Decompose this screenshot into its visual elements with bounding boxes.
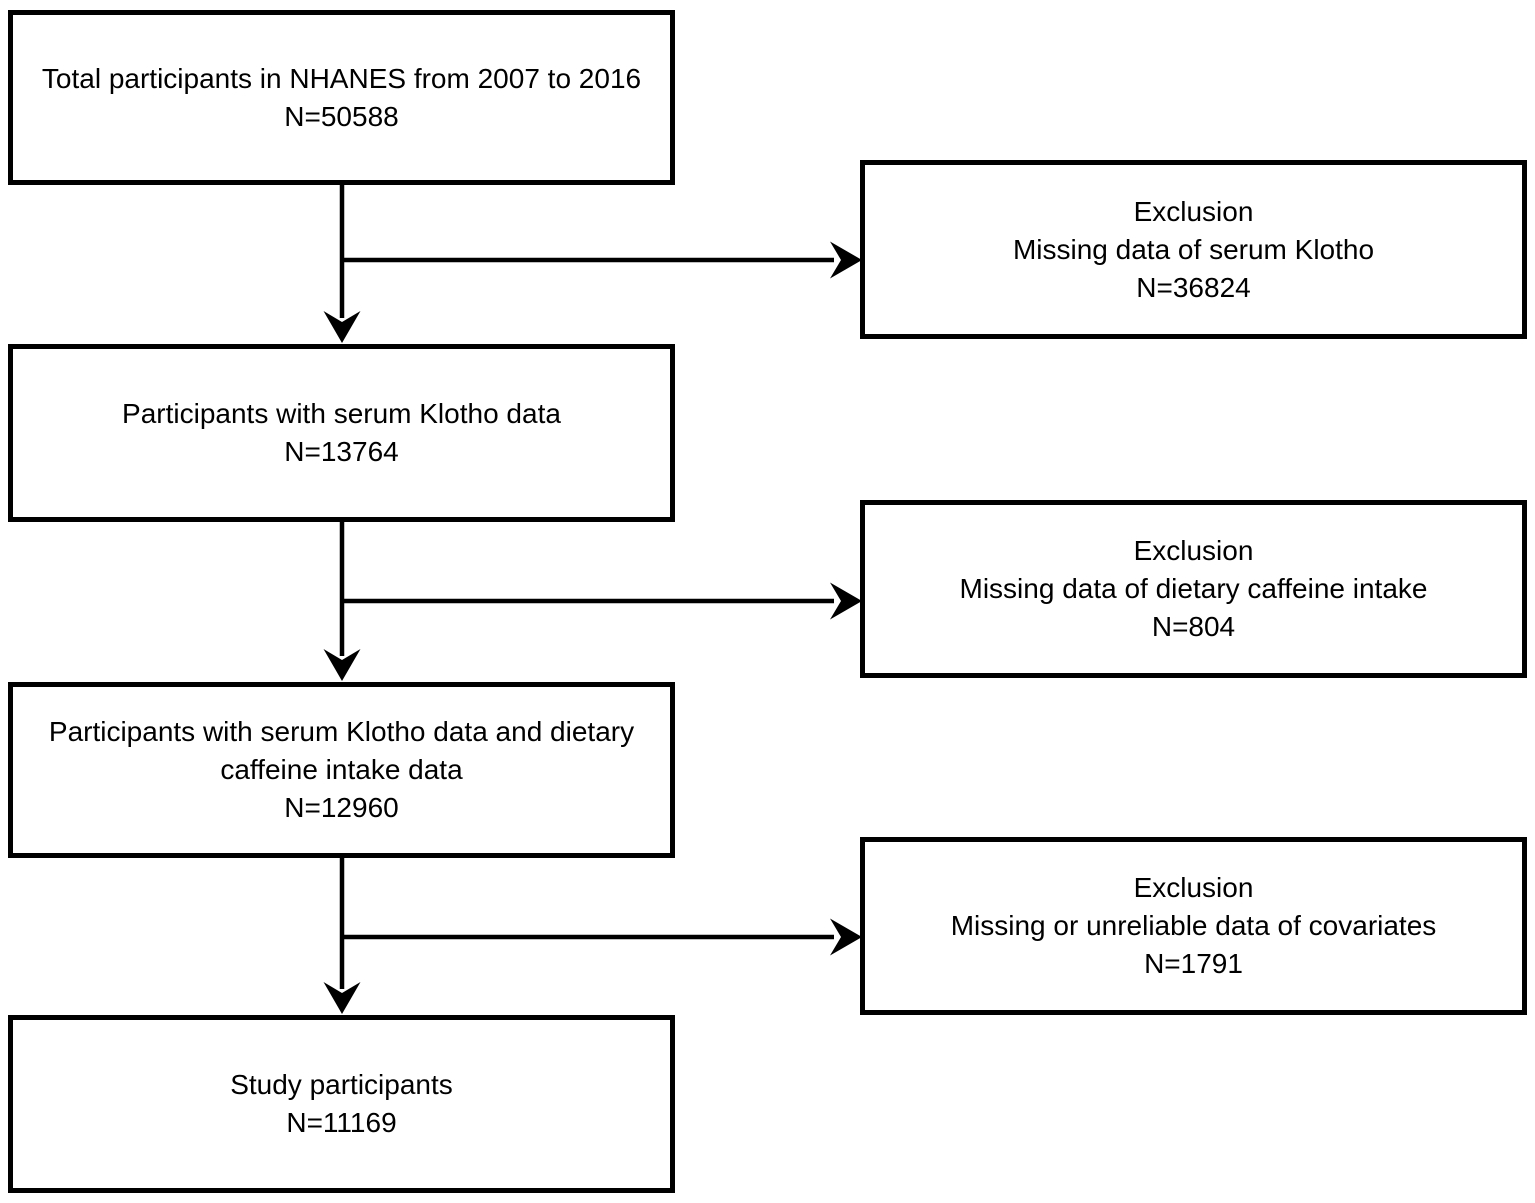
box-text-line: Total participants in NHANES from 2007 t… — [41, 62, 642, 94]
exclusion-title: Exclusion — [1133, 872, 1254, 903]
box-count: N=50588 — [284, 100, 399, 132]
box-count: N=13764 — [284, 436, 399, 467]
box-text-line: Participants with serum Klotho data and … — [48, 716, 635, 747]
box-text-line: caffeine intake data — [220, 754, 463, 785]
arrow-right-2-head — [830, 582, 862, 620]
arrow-down-3-head — [323, 982, 361, 1014]
arrow-right-1-head — [830, 241, 862, 279]
exclusion-reason: Missing data of serum Klotho — [1012, 233, 1375, 265]
arrow-down-2-head — [323, 649, 361, 681]
exclusion-count: N=36824 — [1136, 271, 1251, 303]
box-count: N=12960 — [284, 792, 399, 823]
exclusion-count: N=804 — [1151, 611, 1236, 642]
arrow-down-1-head — [323, 311, 361, 343]
box-text-line: Participants with serum Klotho data — [122, 398, 561, 429]
exclusion-reason: Missing data of dietary caffeine intake — [959, 573, 1428, 604]
exclusion-count: N=1791 — [1144, 948, 1243, 979]
arrow-right-3-head — [830, 918, 862, 956]
box-study-participants: Study participants N=11169 — [8, 1015, 675, 1193]
box-exclusion-covariates: Exclusion Missing or unreliable data of … — [860, 837, 1527, 1015]
exclusion-title: Exclusion — [1133, 535, 1254, 566]
box-exclusion-serum-klotho: Exclusion Missing data of serum Klotho N… — [860, 160, 1527, 339]
exclusion-reason: Missing or unreliable data of covariates — [950, 910, 1437, 941]
box-text-line: Study participants — [230, 1069, 453, 1100]
box-serum-klotho: Participants with serum Klotho data N=13… — [8, 344, 675, 522]
box-total-participants: Total participants in NHANES from 2007 t… — [8, 10, 675, 185]
exclusion-title: Exclusion — [1133, 195, 1254, 227]
box-count: N=11169 — [286, 1107, 397, 1138]
box-klotho-caffeine: Participants with serum Klotho data and … — [8, 682, 675, 858]
box-exclusion-caffeine: Exclusion Missing data of dietary caffei… — [860, 500, 1527, 678]
